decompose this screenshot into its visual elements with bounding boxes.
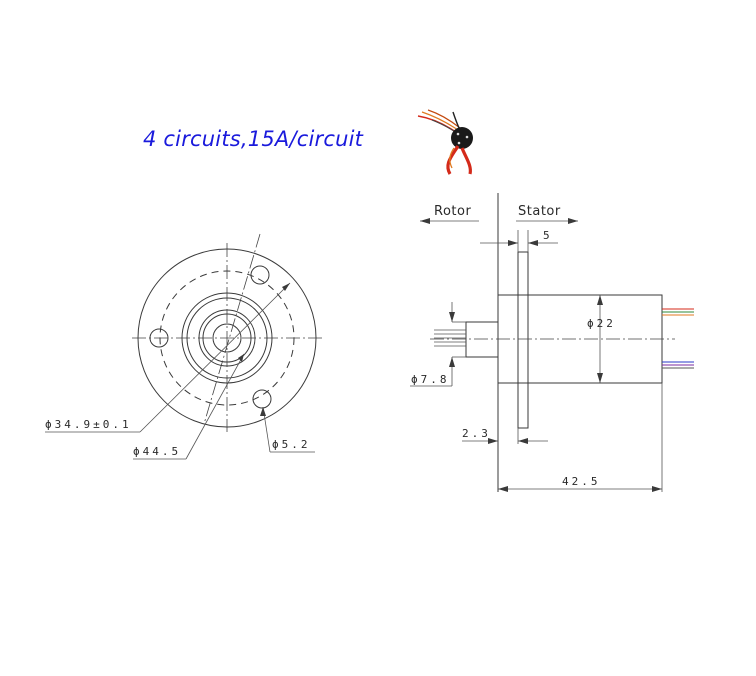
hole-diameter-label: ϕ5.2 bbox=[272, 438, 311, 451]
body-diameter-label: ϕ22 bbox=[587, 317, 616, 330]
stator-label: Stator bbox=[518, 204, 561, 219]
flange-diameter-label: ϕ44.5 bbox=[133, 445, 181, 458]
flange-thickness-label: 5 bbox=[543, 229, 553, 242]
overall-length-label: 42.5 bbox=[562, 475, 601, 488]
front-view: ϕ34.9±0.1 ϕ44.5 ϕ5.2 bbox=[45, 233, 322, 460]
rotor-diameter-label: ϕ7.8 bbox=[411, 373, 450, 386]
flange-offset-label: 2.3 bbox=[462, 427, 491, 440]
bolt-circle-label: ϕ34.9±0.1 bbox=[45, 418, 132, 431]
slip-ring-photo bbox=[417, 109, 473, 175]
side-view: Rotor Stator bbox=[410, 193, 694, 492]
rotor-label: Rotor bbox=[434, 204, 471, 219]
headline: 4 circuits,15A/circuit bbox=[143, 127, 364, 151]
